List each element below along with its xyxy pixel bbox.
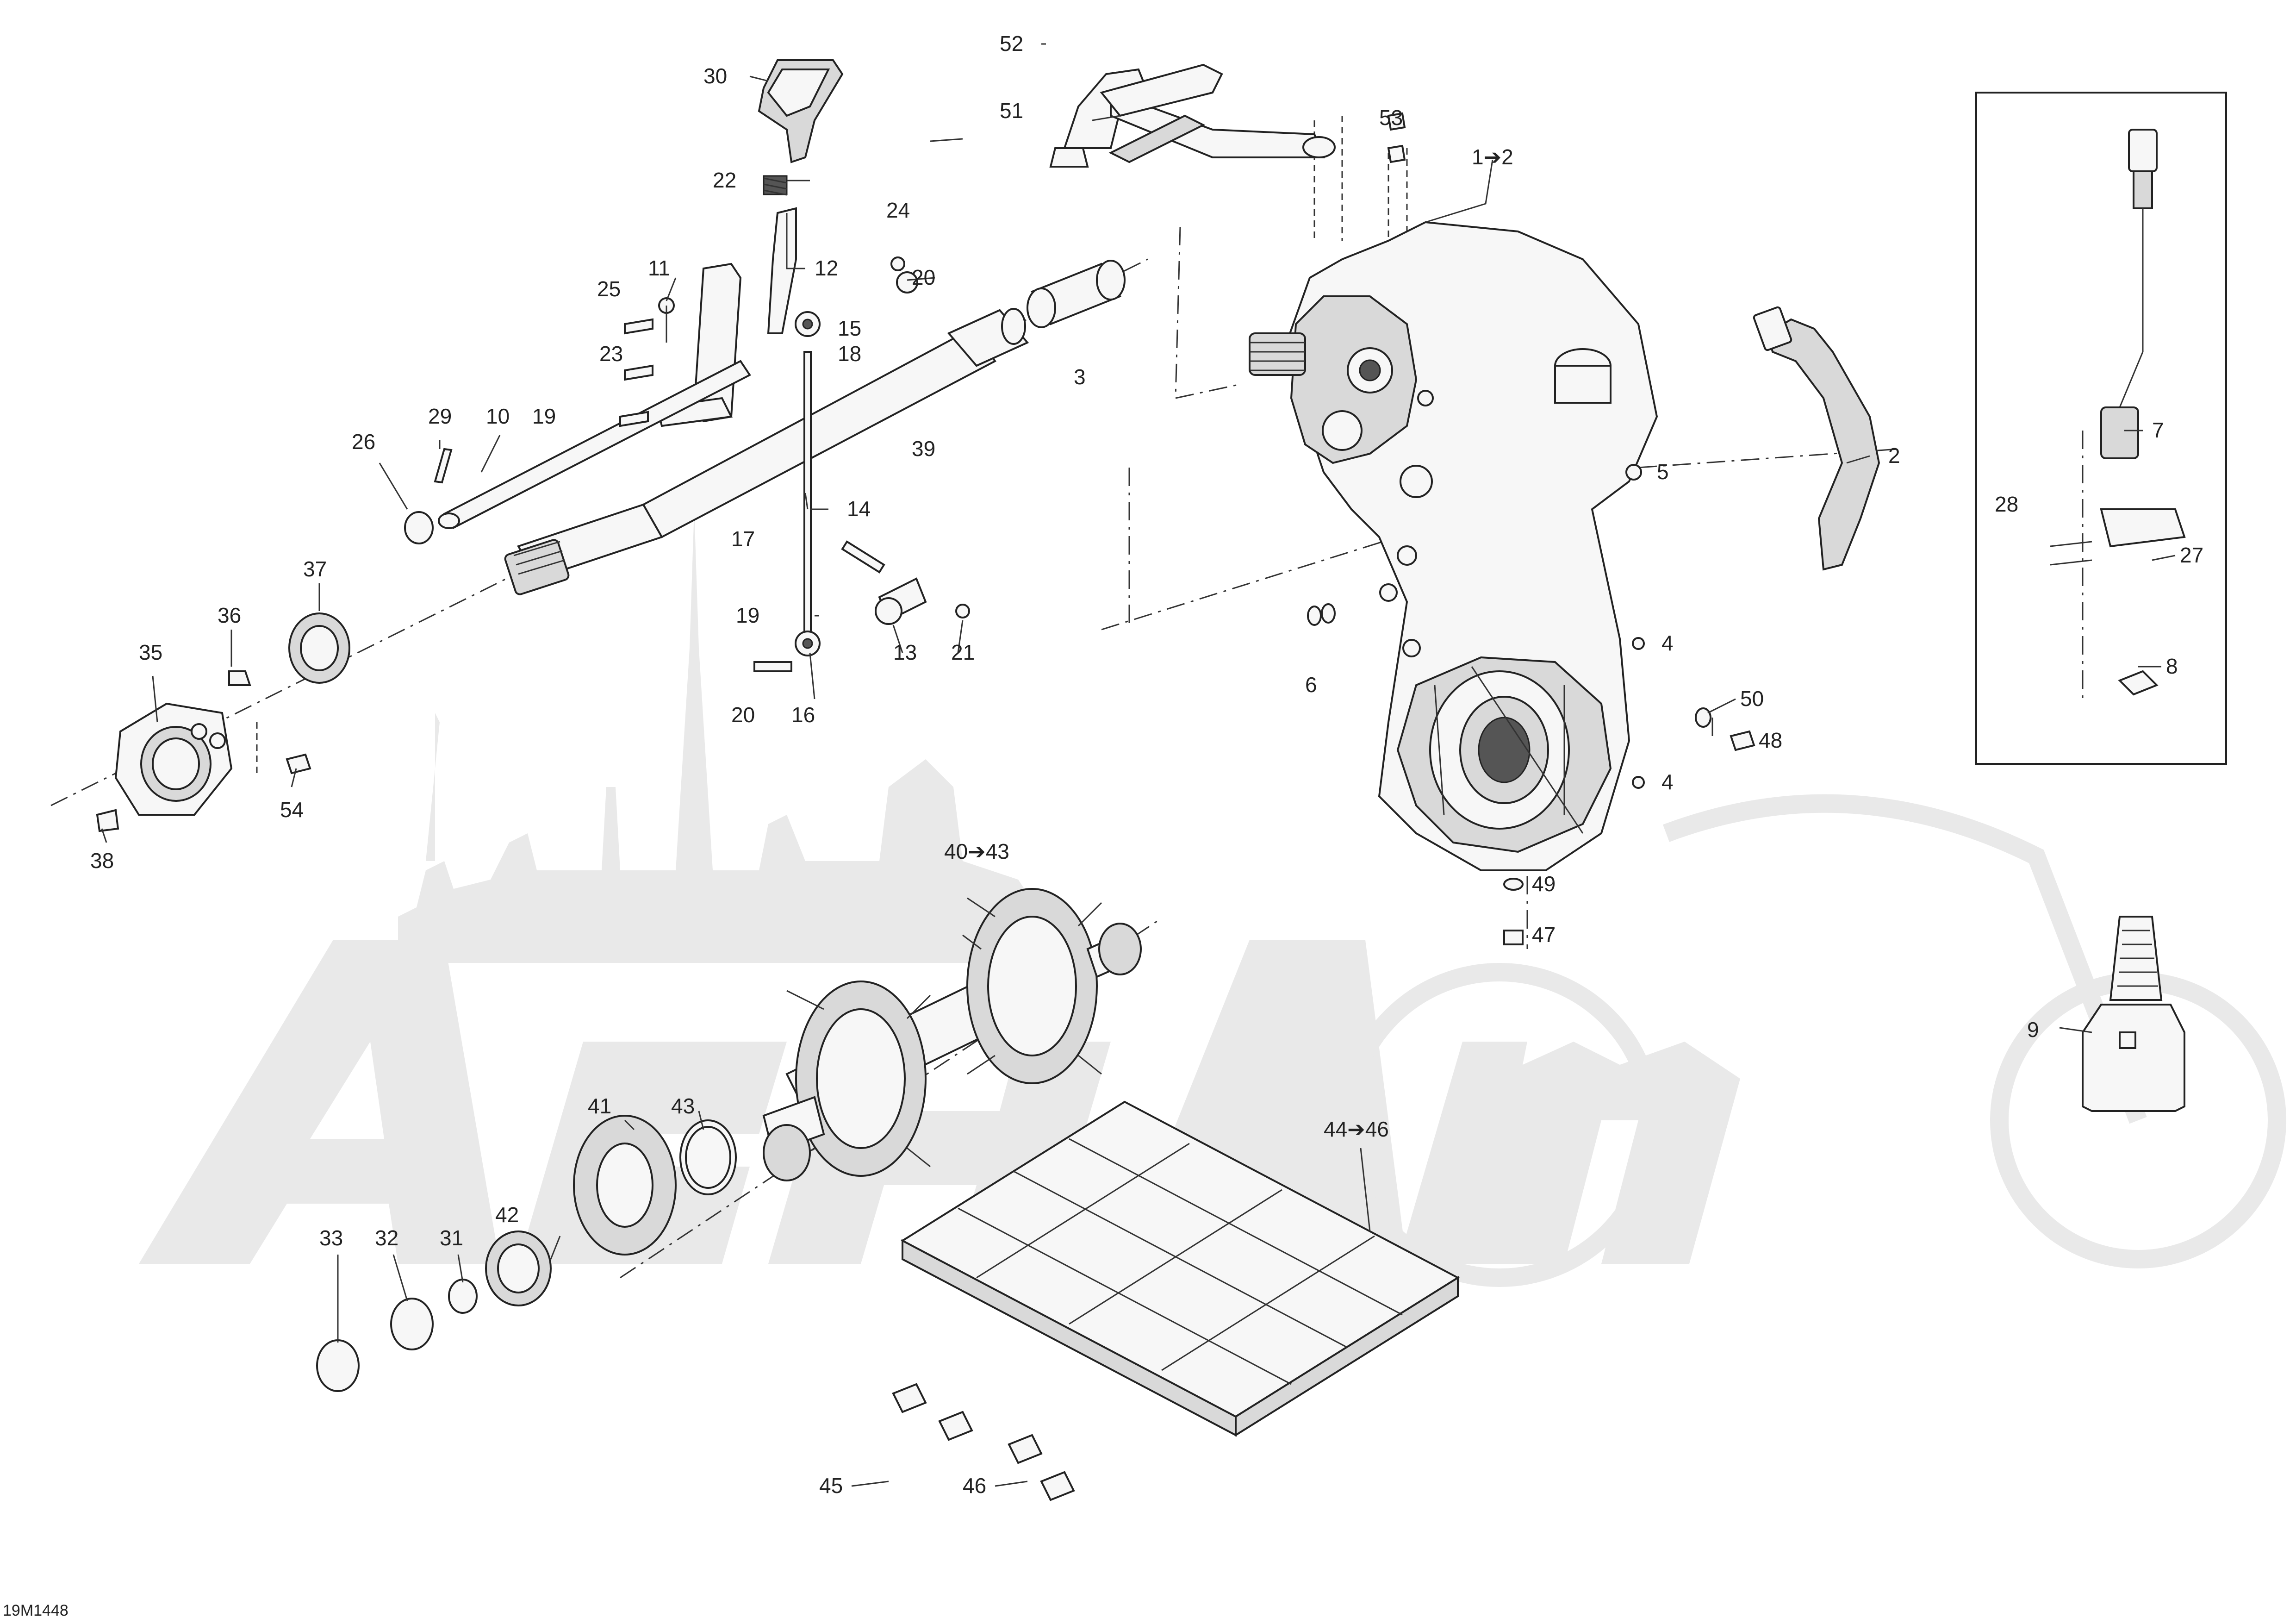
callout-12: 12 <box>815 256 838 280</box>
callout-36: 36 <box>218 603 241 627</box>
callout-24: 24 <box>886 198 910 222</box>
callout-44-46: 44➔46 <box>1324 1117 1389 1141</box>
callout-16: 16 <box>791 703 815 727</box>
callout-11: 11 <box>648 256 670 280</box>
callout-35: 35 <box>139 640 162 664</box>
callout-21: 21 <box>951 640 975 664</box>
diagram-code: 19M1448 <box>3 1602 68 1619</box>
callout-9: 9 <box>2027 1018 2039 1042</box>
callout-19-bottom: 19 <box>736 603 759 627</box>
callout-19-top: 19 <box>532 404 556 428</box>
callout-2: 2 <box>1888 443 1900 468</box>
callout-4-top: 4 <box>1661 631 1674 655</box>
track-section <box>892 1100 1460 1501</box>
callout-40-43: 40➔43 <box>944 839 1009 863</box>
callout-47: 47 <box>1532 923 1556 947</box>
inset-box <box>1975 92 2227 765</box>
callout-labels: 52 51 53 1➔2 30 22 24 12 11 20 25 15 23 … <box>3 31 2203 1619</box>
housing-hardware <box>1307 112 1880 945</box>
callout-1-2: 1➔2 <box>1472 145 1513 169</box>
callout-31: 31 <box>440 1226 463 1250</box>
callout-48: 48 <box>1759 728 1782 752</box>
callout-7: 7 <box>2152 418 2164 442</box>
callout-27: 27 <box>2180 543 2203 567</box>
oil-bottle <box>2082 916 2185 1112</box>
callout-8: 8 <box>2166 654 2178 678</box>
breather-tube <box>1049 63 1336 168</box>
callout-52: 52 <box>1000 31 1023 56</box>
callout-54: 54 <box>280 798 304 822</box>
callout-6: 6 <box>1305 673 1317 697</box>
callout-37: 37 <box>303 557 327 581</box>
callout-15: 15 <box>838 316 861 340</box>
callout-25: 25 <box>597 277 621 301</box>
callout-17: 17 <box>731 527 755 551</box>
callout-42: 42 <box>495 1203 519 1227</box>
callout-32: 32 <box>375 1226 398 1250</box>
callout-33: 33 <box>319 1226 343 1250</box>
callout-39: 39 <box>912 437 935 461</box>
callout-53: 53 <box>1379 106 1403 130</box>
callout-45: 45 <box>819 1474 843 1498</box>
callout-28: 28 <box>1995 492 2018 516</box>
callout-3: 3 <box>1074 365 1086 389</box>
callout-50: 50 <box>1740 687 1764 711</box>
leader-lines <box>101 43 2176 1487</box>
callout-5: 5 <box>1657 460 1669 484</box>
callout-49: 49 <box>1532 872 1556 896</box>
callout-18: 18 <box>838 342 861 366</box>
callout-46: 46 <box>963 1474 986 1498</box>
callout-22: 22 <box>713 168 736 192</box>
callout-30: 30 <box>703 64 727 88</box>
bearing-plate-group <box>96 511 434 832</box>
callout-38: 38 <box>90 849 114 873</box>
callout-41: 41 <box>588 1094 611 1118</box>
callout-29: 29 <box>428 404 452 428</box>
callout-13: 13 <box>893 640 917 664</box>
callout-10: 10 <box>486 404 510 428</box>
callout-4-bottom: 4 <box>1661 770 1674 794</box>
gearbox-housing <box>1249 221 1658 871</box>
callout-20-top: 20 <box>912 265 935 289</box>
callout-43: 43 <box>671 1094 695 1118</box>
callout-14: 14 <box>847 497 871 521</box>
sprocket-assembly <box>316 888 1142 1392</box>
callout-20-bottom: 20 <box>731 703 755 727</box>
callout-23: 23 <box>599 342 623 366</box>
callout-26: 26 <box>352 430 375 454</box>
shift-linkage <box>434 59 1126 672</box>
callout-51: 51 <box>1000 99 1023 123</box>
